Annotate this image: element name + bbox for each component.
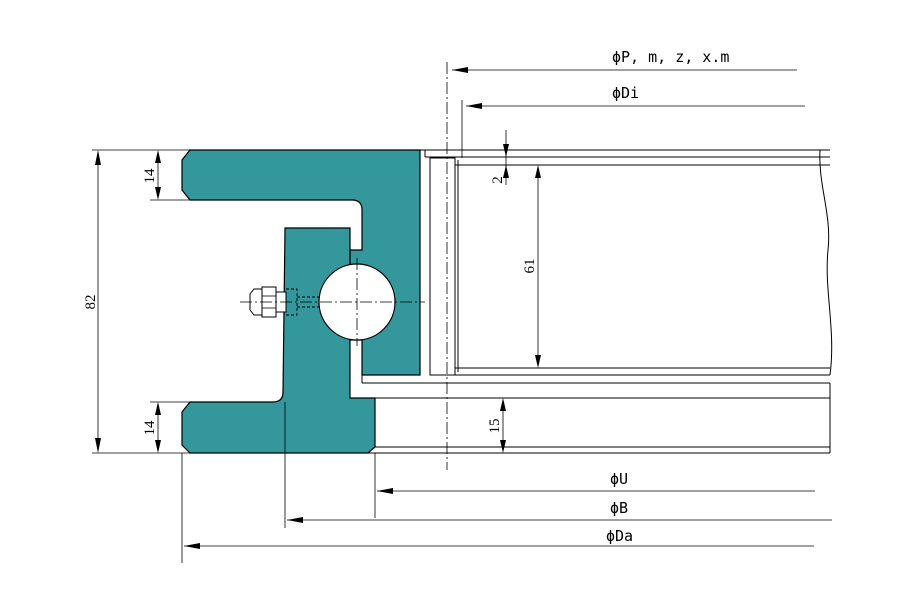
u-diameter-dimension: ϕU [377, 470, 815, 494]
top-flange-label: 14 [142, 168, 158, 184]
b-diameter-label: ϕB [610, 499, 628, 517]
total-height-label: 82 [83, 295, 99, 310]
gear-height-dimension: 61 [522, 165, 541, 368]
lower-step-label: 15 [487, 419, 503, 434]
total-height-dimension: 82 [83, 150, 101, 453]
housing-body [361, 149, 833, 454]
bottom-flange-label: 14 [142, 420, 158, 436]
bottom-flange-dimension: 14 [142, 402, 161, 453]
pitch-label: ϕP, m, z, x.m [612, 48, 729, 66]
grease-nipple [240, 286, 320, 318]
inner-diameter-dimension: ϕDi [466, 84, 805, 109]
b-diameter-dimension: ϕB [287, 499, 832, 523]
inner-ring-section [181, 227, 376, 454]
gear-gap-label: 2 [490, 176, 506, 184]
u-diameter-label: ϕU [610, 470, 628, 488]
lower-step-dimension: 15 [487, 398, 506, 453]
pitch-dimension: ϕP, m, z, x.m [452, 48, 797, 73]
outer-diameter-label: ϕDa [606, 527, 633, 545]
gear-gap-dimension: 2 [490, 130, 509, 185]
top-flange-dimension: 14 [142, 150, 161, 200]
gear-insert-strip [429, 157, 456, 376]
outer-diameter-dimension: ϕDa [184, 527, 814, 549]
gear-height-label: 61 [522, 259, 538, 274]
inner-diameter-label: ϕDi [612, 84, 639, 102]
